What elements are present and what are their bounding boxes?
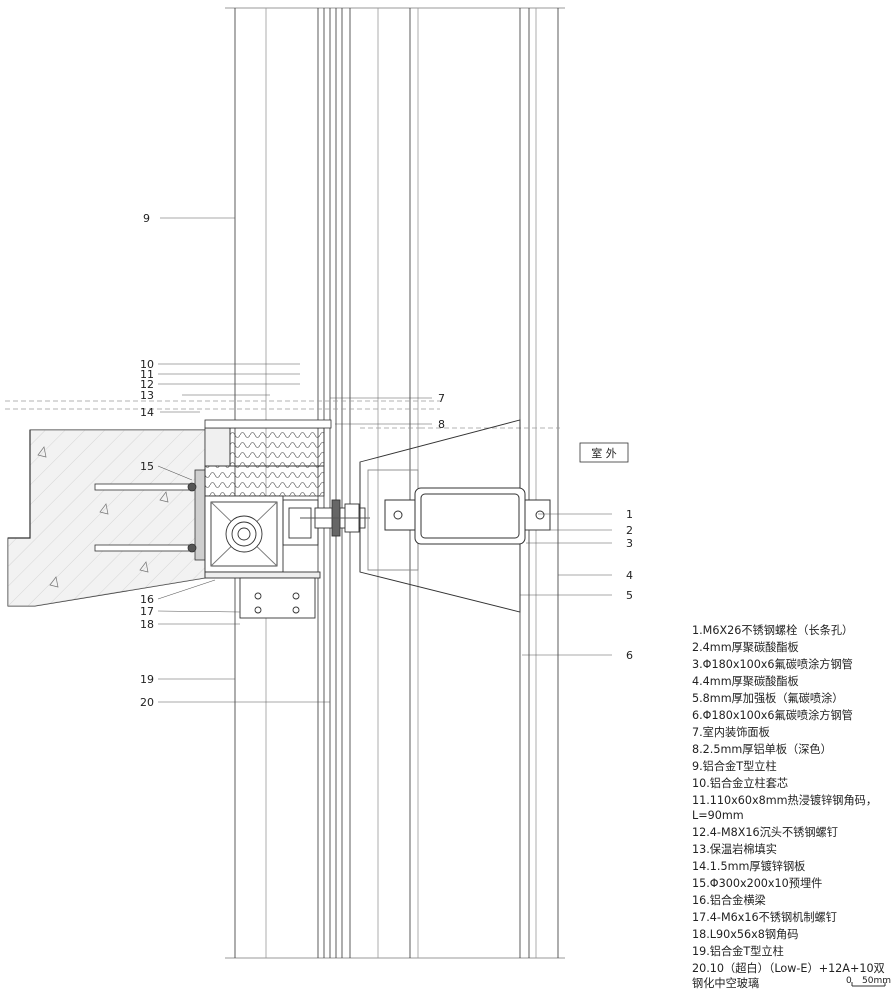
- steel-sheet-and-wool: [204, 419, 332, 497]
- callout-4: 4: [626, 569, 633, 582]
- callout-11: 11: [140, 368, 154, 381]
- callout-7: 7: [438, 392, 445, 405]
- legend-item: 18.L90x56x8钢角码: [692, 928, 798, 941]
- legend-item: 20.10（超白）（Low-E）+12A+10双: [692, 961, 885, 975]
- callout-numbers: 9 10 11 12 13 14 15 16 17 18 19 20 7 8 1…: [140, 212, 633, 709]
- callout-18: 18: [140, 618, 154, 631]
- scale-zero: 0: [846, 976, 852, 986]
- callout-12: 12: [140, 378, 154, 391]
- legend-item: 10.铝合金立柱套芯: [692, 776, 788, 790]
- legend-item: 12.4-M8X16沉头不锈钢螺钉: [692, 826, 838, 839]
- square-steel-tube: [384, 487, 551, 545]
- legend-item: 14.1.5mm厚镀锌钢板: [692, 859, 805, 873]
- callout-9: 9: [143, 212, 150, 225]
- embedded-anchor: [94, 469, 206, 561]
- legend-item: 6.Φ180x100x6氟碳喷涂方钢管: [692, 708, 853, 722]
- legend-item: 13.保温岩棉填实: [692, 842, 777, 856]
- callout-5: 5: [626, 589, 633, 602]
- legend-item: 9.铝合金T型立柱: [692, 759, 777, 773]
- callout-leaders: [157, 217, 612, 703]
- outdoor-label: 室 外: [591, 446, 617, 460]
- callout-19: 19: [140, 673, 154, 686]
- legend-item: 5.8mm厚加强板（氟碳喷涂）: [692, 691, 843, 705]
- callout-20: 20: [140, 696, 154, 709]
- concrete-slab: [7, 429, 206, 607]
- scale-bar: 0 50mm: [846, 976, 891, 987]
- legend-item: 8.2.5mm厚铝单板（深色）: [692, 742, 832, 756]
- dashed-floor-lines: [5, 400, 560, 429]
- legend-item: 19.铝合金T型立柱: [692, 944, 784, 958]
- legend-item: 4.4mm厚聚碳酸酯板: [692, 674, 799, 688]
- legend-item: L=90mm: [692, 809, 744, 822]
- legend-item: 2.4mm厚聚碳酸酯板: [692, 640, 799, 654]
- callout-10: 10: [140, 358, 154, 371]
- legend-item: 15.Φ300x200x10预埋件: [692, 876, 822, 890]
- callout-3: 3: [626, 537, 633, 550]
- scale-length: 50mm: [862, 976, 891, 986]
- callout-2: 2: [626, 524, 633, 537]
- legend-item: 1.M6X26不锈钢螺栓（长条孔）: [692, 623, 853, 637]
- callout-17: 17: [140, 605, 154, 618]
- legend-item: 3.Φ180x100x6氟碳喷涂方钢管: [692, 657, 853, 671]
- legend-item: 钢化中空玻璃: [692, 976, 759, 990]
- callout-13: 13: [140, 389, 154, 402]
- legend-item: 16.铝合金横梁: [692, 893, 766, 907]
- legend-item: 7.室内装饰面板: [692, 725, 770, 739]
- callout-8: 8: [438, 418, 445, 431]
- callout-1: 1: [626, 508, 633, 521]
- legend-item: 17.4-M6x16不锈钢机制螺钉: [692, 910, 837, 924]
- bolt-connection: [300, 499, 370, 537]
- transom-box: [204, 495, 321, 619]
- legend-item: 11.110x60x8mm热浸镀锌钢角码，: [692, 793, 877, 807]
- callout-6: 6: [626, 649, 633, 662]
- outdoor-label-box: [579, 442, 629, 463]
- callout-14: 14: [140, 406, 154, 419]
- legend: 1.M6X26不锈钢螺栓（长条孔） 2.4mm厚聚碳酸酯板 3.Φ180x100…: [692, 623, 885, 990]
- callout-15: 15: [140, 460, 154, 473]
- callout-16: 16: [140, 593, 154, 606]
